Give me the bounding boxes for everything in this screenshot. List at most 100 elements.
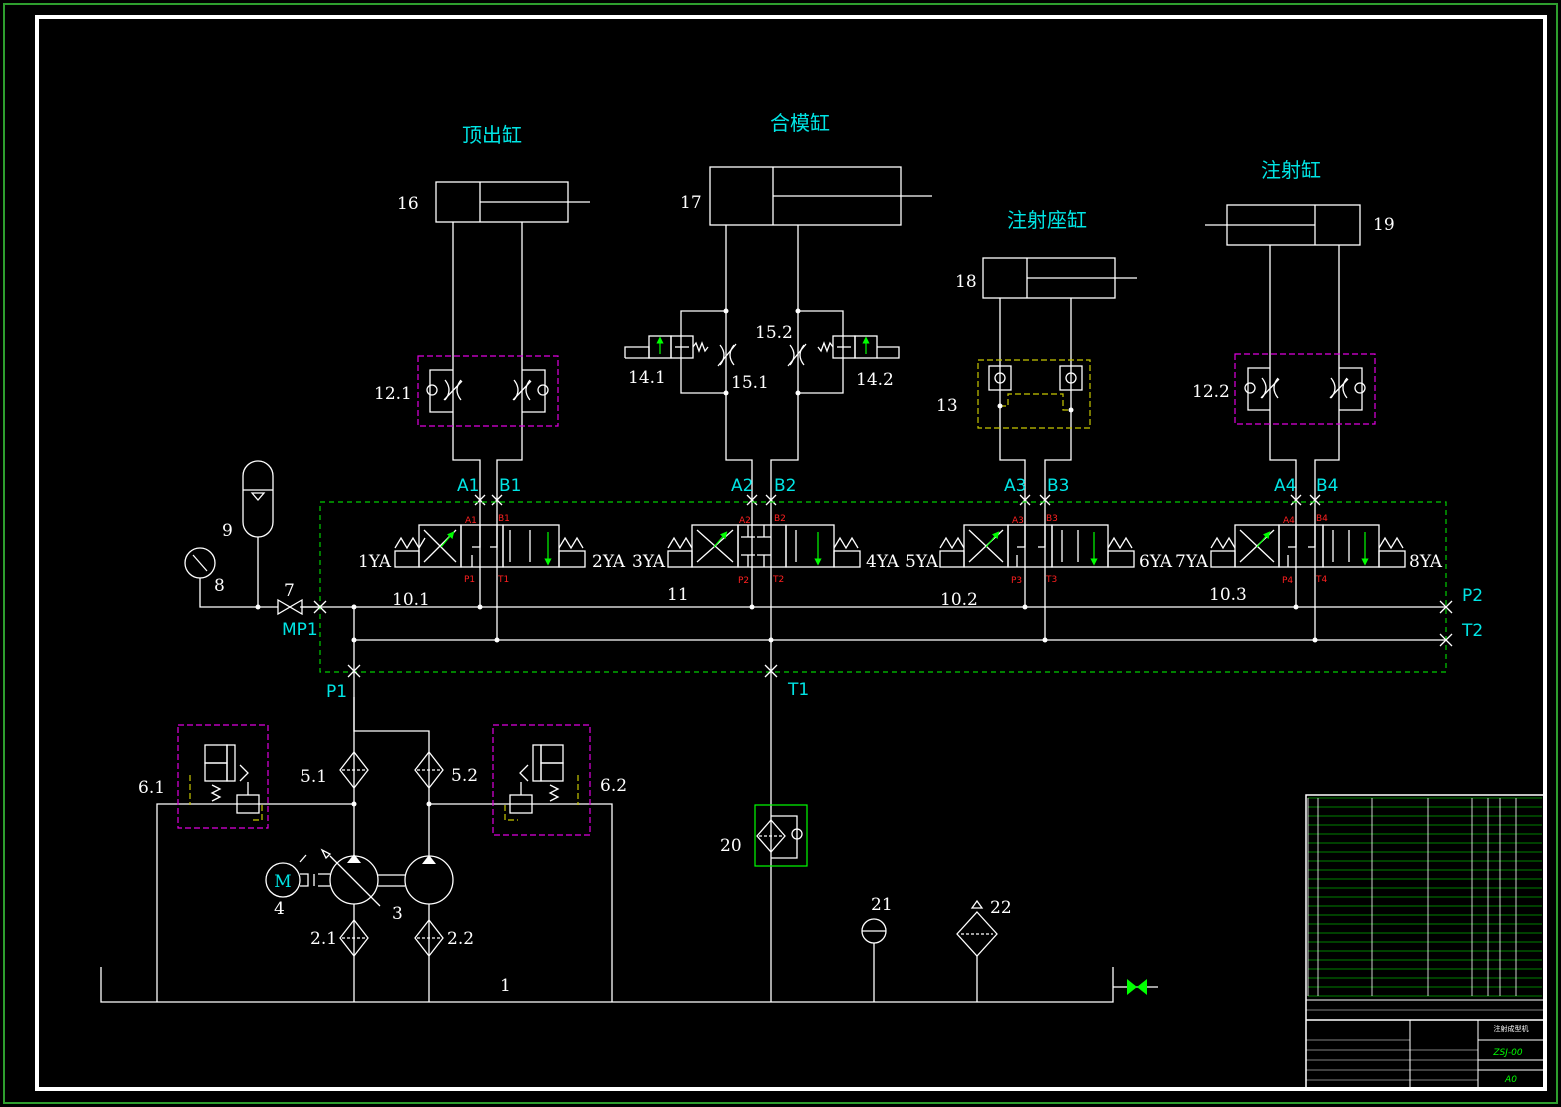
throttle-check-valve-12-2: 12.2	[1192, 353, 1376, 425]
label-9: 9	[222, 521, 233, 541]
accumulator-9: 9	[222, 460, 274, 610]
title-block: 注射成型机 ZSJ-00 A0	[1305, 794, 1545, 1090]
check-valve-group-13: 13	[936, 359, 1091, 429]
valve1-port-t: T1	[497, 575, 509, 585]
label-5-1: 5.1	[300, 767, 327, 787]
valve1-port-p: P1	[464, 575, 475, 585]
cylinder-16: 顶出缸 16	[397, 123, 590, 223]
label-12-1: 12.1	[374, 384, 412, 404]
solenoid-6YA: 6YA	[1139, 552, 1173, 572]
label-3: 3	[392, 904, 403, 924]
label-10-2: 10.2	[940, 590, 978, 610]
title-project: 注射成型机	[1494, 1024, 1529, 1033]
label-2-1: 2.1	[310, 929, 337, 949]
motor-symbol: M	[274, 872, 291, 892]
inner-border	[35, 15, 1547, 1091]
label-11: 11	[667, 585, 689, 605]
pressure-gauge-8: 8	[184, 547, 258, 608]
solenoid-8YA: 8YA	[1409, 552, 1443, 572]
valve4-port-p: P4	[1282, 576, 1293, 586]
cylinder-19: 注射缸 19	[1205, 158, 1395, 246]
label-18: 18	[955, 272, 977, 292]
solenoid-7YA: 7YA	[1175, 552, 1209, 572]
valve2-port-p: P2	[738, 576, 749, 586]
port-B2: B2	[774, 476, 796, 496]
port-A1: A1	[457, 476, 479, 496]
throttle-solenoid-14-15: 14.1 15.1 15.2 14.2	[624, 308, 900, 396]
valve3-port-t: T3	[1045, 575, 1057, 585]
directional-valve-11: A2 B2 P2 T2 3YA 4YA	[632, 514, 900, 586]
cylinder-17: 合模缸 17	[680, 111, 932, 226]
solenoid-3YA: 3YA	[632, 552, 666, 572]
label-4: 4	[274, 899, 285, 919]
outer-border	[3, 3, 1558, 1104]
label-5-2: 5.2	[451, 766, 478, 786]
port-B1: B1	[499, 476, 521, 496]
port-T2: T2	[1461, 621, 1483, 641]
port-P2: P2	[1462, 586, 1483, 606]
label-2-2: 2.2	[447, 929, 474, 949]
valve-manifold	[319, 501, 1447, 673]
cylinder-title-clamp: 合模缸	[770, 111, 830, 135]
pump-circuit: 5.1 5.2 3 M 4 2.1 2.2	[156, 697, 613, 1002]
label-15-2: 15.2	[755, 323, 793, 343]
label-10-1: 10.1	[392, 590, 430, 610]
label-20: 20	[720, 836, 742, 856]
valve2-port-b: B2	[774, 514, 786, 524]
port-B4: B4	[1316, 476, 1338, 496]
valve4-port-b: B4	[1316, 514, 1328, 524]
cylinder-lines	[452, 222, 1340, 640]
solenoid-2YA: 2YA	[592, 552, 626, 572]
valve3-port-a: A3	[1012, 516, 1024, 526]
cylinder-title-injection: 注射缸	[1261, 158, 1321, 182]
valve1-port-b: B1	[498, 514, 510, 524]
sheet-size: A0	[1504, 1075, 1517, 1085]
valve3-port-b: B3	[1046, 514, 1058, 524]
label-15-1: 15.1	[731, 373, 769, 393]
label-8: 8	[214, 576, 225, 596]
label-21: 21	[871, 895, 893, 915]
solenoid-1YA: 1YA	[358, 552, 392, 572]
label-14-2: 14.2	[856, 370, 894, 390]
valve2-port-t: T2	[772, 575, 784, 585]
label-19: 19	[1373, 215, 1395, 235]
label-12-2: 12.2	[1192, 382, 1230, 402]
valve4-port-t: T4	[1315, 575, 1327, 585]
directional-valve-10-1: A1 B1 P1 T1 1YA 2YA	[358, 514, 626, 585]
thermometer-21: 21	[861, 895, 893, 1002]
solenoid-4YA: 4YA	[866, 552, 900, 572]
valve4-port-a: A4	[1283, 516, 1295, 526]
cylinder-title-ejector: 顶出缸	[462, 123, 522, 147]
manifold-lines: P2 T2 P1 T1 MP1 10.1 11 10.2 10.3	[282, 548, 1483, 1002]
label-6-2: 6.2	[600, 776, 627, 796]
valve3-port-p: P3	[1011, 576, 1022, 586]
label-6-1: 6.1	[138, 778, 165, 798]
relief-valve-6-2: 6.2	[492, 724, 627, 836]
port-A2: A2	[731, 476, 753, 496]
label-14-1: 14.1	[628, 368, 666, 388]
port-P1: P1	[326, 682, 347, 702]
port-A3: A3	[1004, 476, 1026, 496]
label-13: 13	[936, 396, 958, 416]
directional-valve-10-3: A4 B4 P4 T4 7YA 8YA	[1175, 514, 1443, 586]
port-MP1: MP1	[282, 620, 318, 640]
air-filter-22: 22	[956, 898, 1012, 1002]
label-17: 17	[680, 193, 702, 213]
directional-valve-10-2: A3 B3 P3 T3 5YA 6YA	[905, 514, 1173, 586]
cylinder-title-seat: 注射座缸	[1007, 208, 1087, 232]
manifold-port-labels: A1 B1 A2 B2 A3 B3 A4 B4	[457, 476, 1338, 506]
port-T1: T1	[787, 680, 809, 700]
port-A4: A4	[1274, 476, 1296, 496]
stop-valve-7: 7	[258, 581, 320, 616]
label-7: 7	[284, 581, 295, 601]
port-B3: B3	[1047, 476, 1069, 496]
valve2-port-a: A2	[739, 516, 751, 526]
label-22: 22	[990, 898, 1012, 918]
valve1-port-a: A1	[465, 516, 477, 526]
cylinder-18: 注射座缸 18	[955, 208, 1137, 299]
tank-1: 1	[100, 967, 1158, 1003]
drawing-number: ZSJ-00	[1492, 1048, 1523, 1058]
relief-valve-6-1: 6.1	[138, 724, 269, 829]
solenoid-5YA: 5YA	[905, 552, 939, 572]
